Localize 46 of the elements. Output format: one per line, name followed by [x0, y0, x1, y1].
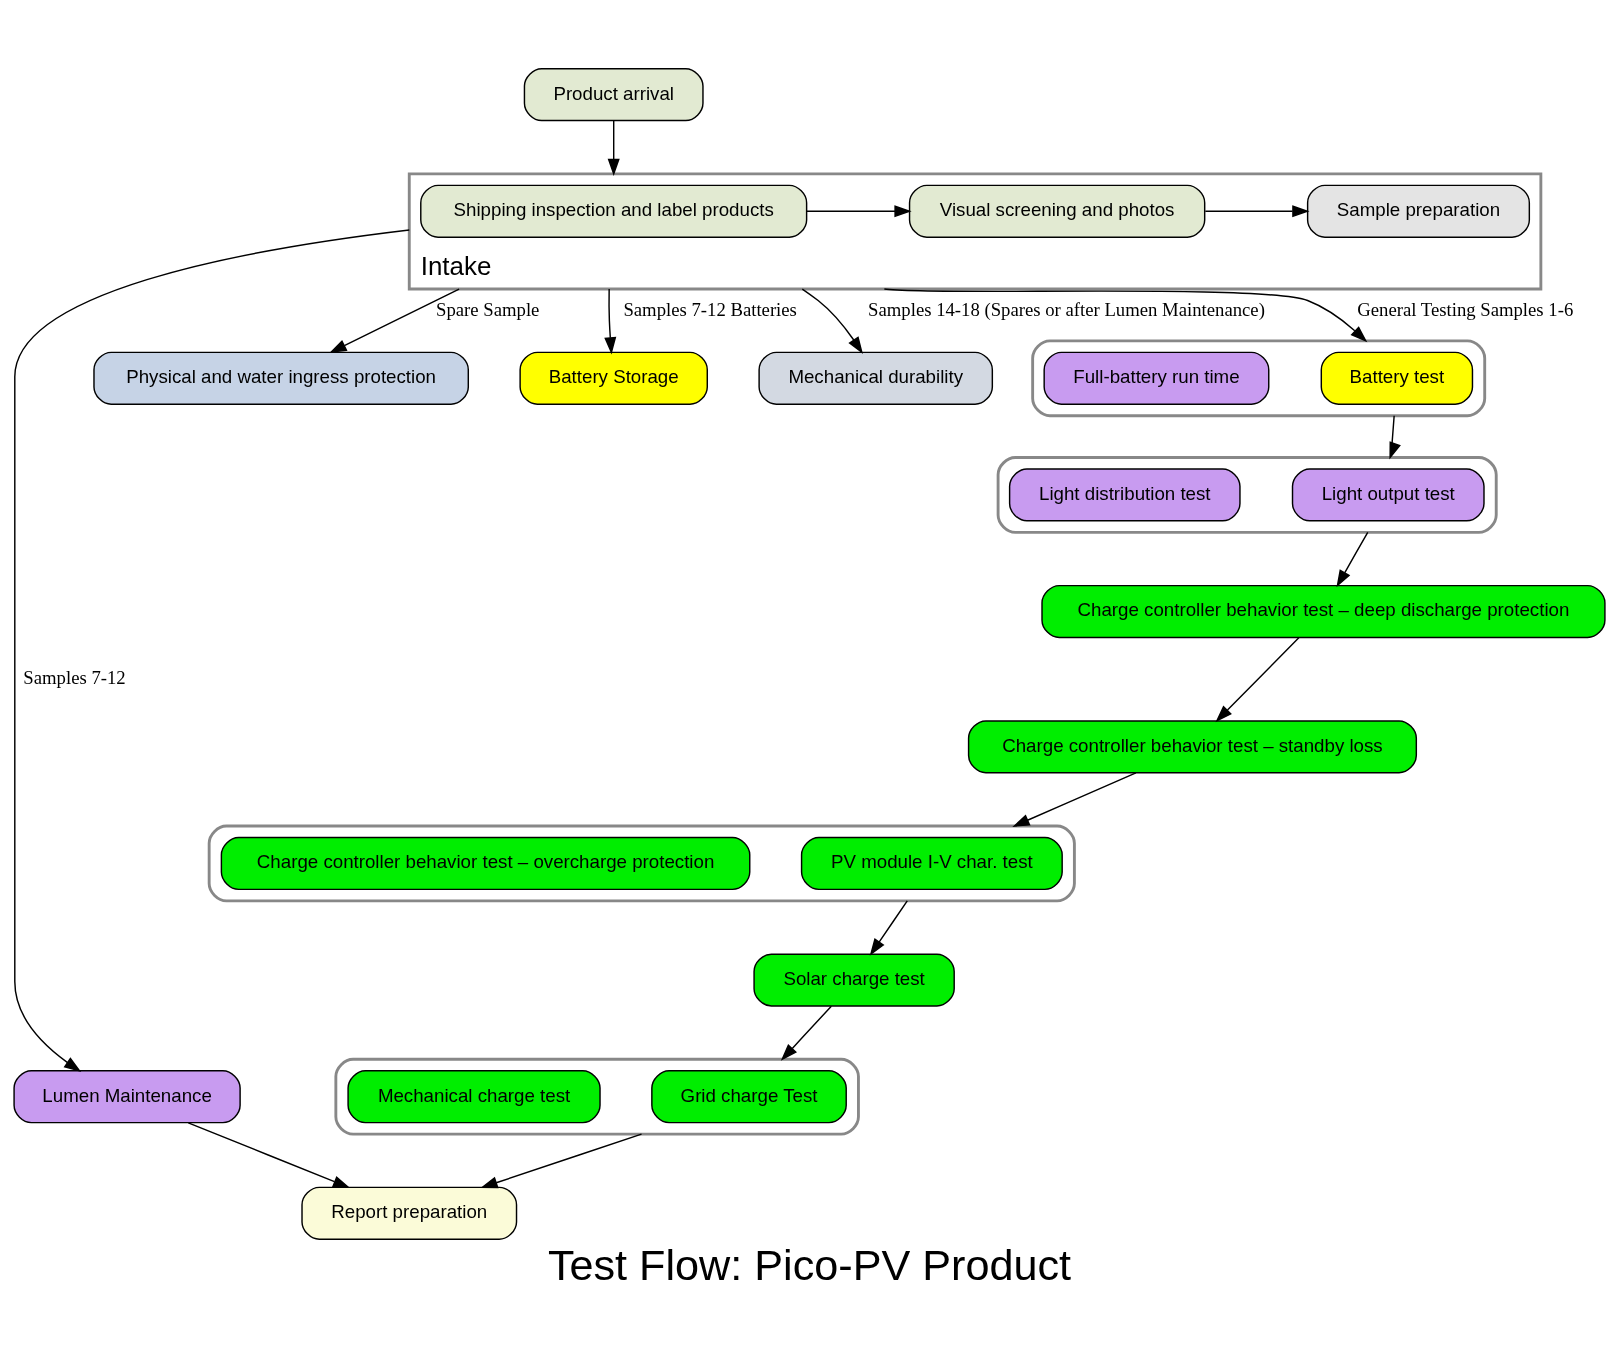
- arrow: [329, 288, 460, 354]
- node-box: Sample preparation: [1306, 184, 1531, 238]
- arrow: [1336, 531, 1369, 588]
- node-box: Battery test: [1320, 351, 1474, 405]
- node-box: Charge controller behavior test – overcharge protection: [220, 836, 751, 891]
- arrow: [1012, 772, 1137, 827]
- arrow: [607, 120, 620, 177]
- arrow: [780, 1005, 833, 1061]
- edge-label: Samples 14-18 (Spares or after Lumen Maintenance): [868, 298, 1265, 320]
- diagram-title: Test Flow: Pico-PV Product: [547, 1240, 1072, 1289]
- cluster: [207, 824, 1076, 903]
- cluster: [1031, 339, 1487, 418]
- arrow: [883, 288, 1368, 343]
- node-box: Full-battery run time: [1043, 351, 1270, 405]
- arrow: [806, 205, 912, 218]
- arrow: [187, 1122, 351, 1189]
- node-box: Charge controller behavior test – deep discharge protection: [1041, 584, 1606, 639]
- cluster: [334, 1057, 860, 1136]
- edge-label: Samples 7-12: [23, 667, 126, 689]
- node-box: Light distribution test: [1008, 468, 1241, 522]
- arrow: [1204, 205, 1310, 218]
- arrow: [869, 900, 908, 956]
- node-box: Charge controller behavior test – standby loss: [967, 720, 1418, 774]
- node-box: Product arrival: [523, 68, 704, 122]
- node-box: Solar charge test: [753, 953, 955, 1007]
- node-box: Mechanical durability: [758, 351, 994, 405]
- arrow: [480, 1133, 643, 1189]
- node-box: Mechanical charge test: [347, 1070, 601, 1124]
- arrow: [604, 288, 617, 355]
- node-box: Shipping inspection and label products: [420, 184, 808, 238]
- arrow: [801, 288, 863, 354]
- edge-label: Samples 7-12 Batteries: [623, 298, 797, 320]
- node-box: Grid charge Test: [651, 1070, 847, 1124]
- arrow: [14, 229, 410, 1072]
- node-box: Visual screening and photos: [908, 184, 1206, 238]
- node-box: Report preparation: [301, 1186, 518, 1240]
- node-box: Lumen Maintenance: [13, 1070, 241, 1124]
- edge-label: General Testing Samples 1-6: [1357, 298, 1574, 320]
- edge-label: Spare Sample: [436, 298, 540, 320]
- cluster: [996, 456, 1498, 534]
- node-box: Battery Storage: [519, 351, 708, 405]
- node-box: Physical and water ingress protection: [93, 351, 470, 405]
- node-box: PV module I-V char. test: [800, 836, 1063, 891]
- node-box: Light output test: [1291, 468, 1485, 522]
- arrow: [1215, 637, 1300, 723]
- arrow: [1389, 415, 1401, 460]
